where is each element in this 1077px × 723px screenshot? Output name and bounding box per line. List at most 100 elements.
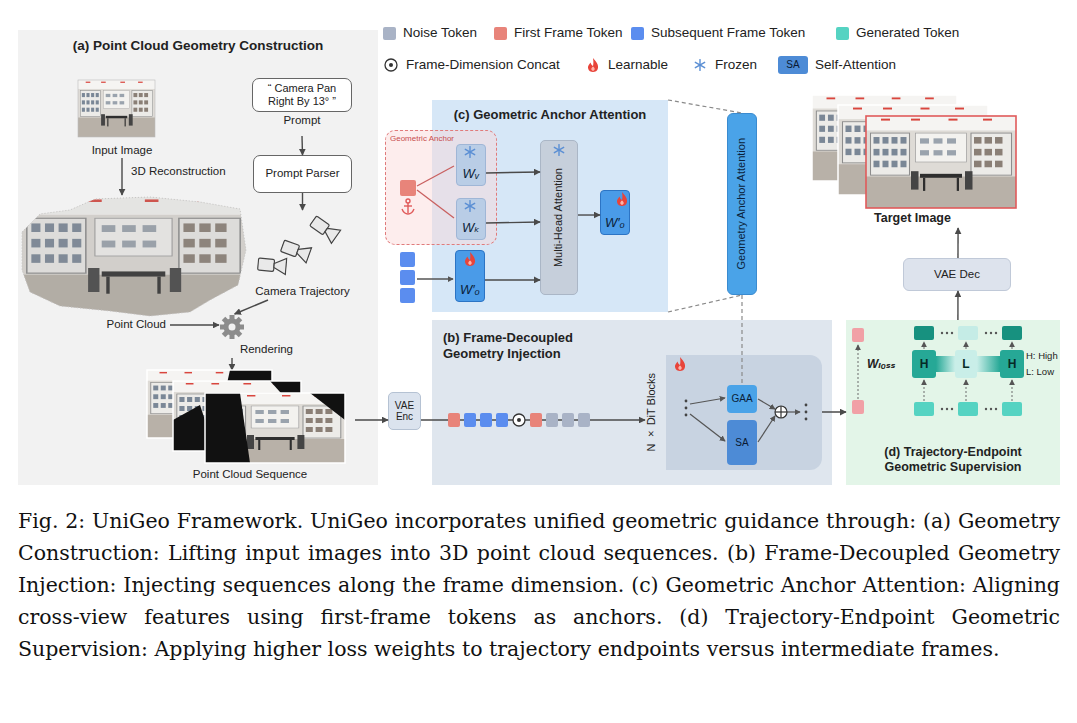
legend-symbol	[385, 56, 808, 74]
attention-box: GAA	[727, 385, 757, 413]
legend-text: First Frame Token	[514, 25, 623, 41]
supervision-tokens	[923, 380, 924, 401]
connector	[302, 193, 303, 210]
node-text: GAA	[731, 393, 752, 405]
connector	[668, 100, 742, 113]
supervision-tokens	[924, 342, 1012, 401]
dit-internals	[685, 400, 688, 417]
node-text: Multi-Head Attention	[552, 168, 565, 267]
connector	[235, 300, 268, 314]
legend-text: Frozen	[715, 57, 757, 73]
encoder-box: VAE Enc	[388, 392, 421, 430]
input-photo	[78, 80, 155, 137]
supervision-tokens	[965, 342, 966, 349]
node-text: Geometry Anchor Attention	[735, 138, 748, 269]
weight-box: W′ₒ	[455, 250, 485, 302]
legend-text: Subsequent Frame Token	[651, 25, 805, 41]
weight-level: H	[1000, 350, 1024, 378]
legend-text: Frame-Dimension Concat	[406, 57, 560, 73]
node-text: (c) Geometric Anchor Attention	[454, 107, 647, 123]
dit-internals	[690, 414, 725, 441]
node-text: Wₖ	[462, 220, 480, 236]
supervision-tokens	[946, 332, 948, 334]
supervision-tokens	[857, 345, 858, 399]
token-sequence	[480, 413, 492, 427]
target-frames	[866, 116, 1016, 208]
token-sequence	[464, 413, 476, 427]
supervision-tokens	[985, 332, 987, 334]
legend-symbol	[778, 56, 808, 74]
frame-tokens	[400, 270, 415, 285]
node-text: (a) Point Cloud Geometry Construction	[73, 38, 324, 54]
token-sequence	[513, 414, 525, 426]
label-holder: SA	[778, 56, 808, 74]
target-frames	[812, 95, 1016, 208]
anchor-token	[406, 199, 410, 203]
legend-item: First Frame Token	[494, 25, 623, 41]
token-sequence	[448, 413, 460, 427]
decoder-box: VAE Dec	[903, 258, 1011, 291]
label: SA	[786, 59, 799, 71]
rendered-frames	[205, 393, 250, 463]
dit-internals	[805, 411, 808, 414]
frozen-icon	[465, 147, 474, 158]
node-text: Point Cloud	[107, 318, 166, 332]
node-text: (d) Trajectory-Endpoint Geometric Superv…	[852, 445, 1054, 475]
supervision-tokens	[990, 408, 992, 410]
connector	[957, 291, 958, 320]
legend-text: Self-Attention	[815, 57, 896, 73]
connector	[301, 136, 303, 155]
label: Wₗₒₛₛ	[867, 357, 895, 371]
connector	[485, 279, 540, 280]
caption: Fig. 2: UniGeo Framework. UniGeo incorpo…	[18, 505, 1060, 665]
dit-internals	[685, 398, 808, 442]
supervision-tokens	[958, 326, 978, 340]
node-text: H	[1008, 357, 1017, 371]
node-text: L	[962, 357, 969, 371]
camera-icon	[257, 214, 340, 274]
node-text: Target Image	[874, 211, 951, 226]
connector	[486, 221, 540, 223]
node-text: VAE Dec	[934, 268, 980, 282]
learnable-icon	[465, 252, 475, 266]
legend-item: Learnable	[585, 57, 668, 73]
learnable-icon	[465, 58, 685, 371]
frozen-icon	[465, 60, 704, 212]
edge-label: 3D Reconstruction	[131, 165, 226, 179]
dit-internals	[685, 414, 688, 417]
caption-holder: Fig. 2: UniGeo Framework. UniGeo incorpo…	[18, 505, 1060, 665]
node-text: SA	[735, 437, 748, 449]
render-gear	[224, 319, 241, 336]
point-cloud-render	[22, 197, 246, 316]
legend-swatch	[383, 27, 396, 40]
node-text: H	[920, 357, 929, 371]
label-holder: L: Low	[1026, 366, 1054, 377]
camera-icon	[257, 256, 286, 274]
supervision-tokens	[941, 332, 943, 334]
supervision-tokens	[951, 408, 953, 410]
supervision-tokens	[1002, 326, 1022, 340]
connector	[355, 419, 388, 420]
token-sequence	[578, 413, 590, 427]
legend-item: Generated Token	[836, 25, 959, 41]
node-text: Prompt Parser	[265, 167, 339, 181]
learnable-icon	[617, 192, 627, 206]
legend-symbol	[389, 63, 393, 67]
connector	[170, 324, 219, 325]
dit-internals	[805, 418, 808, 421]
camera-icon	[308, 214, 340, 243]
legend-item: Noise Token	[383, 25, 477, 41]
dit-internals	[805, 404, 808, 407]
frame-tokens	[400, 252, 453, 303]
learnable-icon	[675, 357, 685, 371]
render-gear	[229, 324, 236, 331]
rendered-frames	[205, 393, 345, 463]
connector	[957, 228, 959, 258]
rendered-frames	[205, 393, 345, 463]
token-sequence	[530, 413, 542, 427]
connector	[822, 411, 846, 412]
anchor-token	[400, 180, 416, 196]
panel: (c) Geometric Anchor AttentionGeometric …	[432, 100, 668, 312]
point-cloud-render	[20, 196, 247, 316]
